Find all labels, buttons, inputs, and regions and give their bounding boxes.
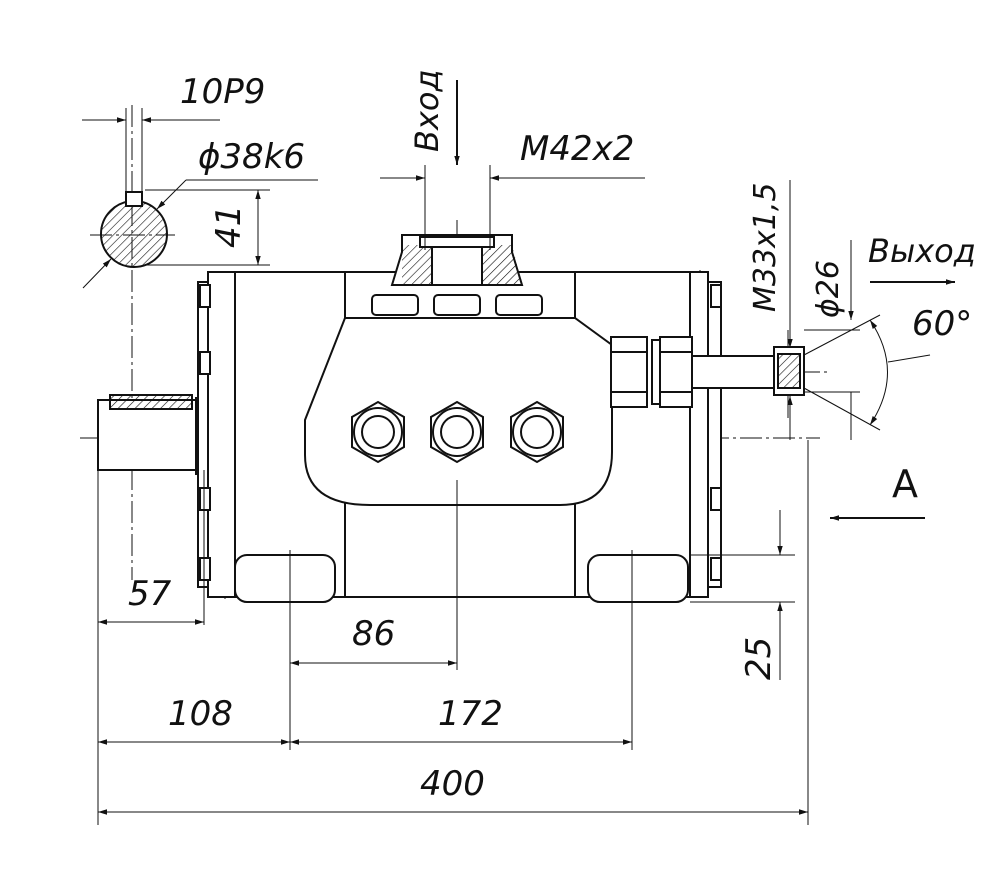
shaft-height-label: 41 bbox=[209, 205, 249, 248]
dimension-25: 25 bbox=[739, 637, 779, 680]
pump-body bbox=[197, 234, 722, 603]
outlet-fitting bbox=[610, 336, 805, 408]
dimension-400: 400 bbox=[420, 764, 485, 804]
outlet-label: Выход bbox=[868, 232, 976, 270]
outlet-diameter-label: ϕ26 bbox=[811, 260, 846, 318]
labels: 10P9 ϕ38k6 41 Вход M42x2 M33x1,5 ϕ26 Вых… bbox=[128, 69, 976, 804]
drive-shaft bbox=[97, 394, 211, 475]
inlet-thread-label: M42x2 bbox=[520, 129, 634, 169]
dimension-108: 108 bbox=[168, 694, 233, 734]
keyway-label: 10P9 bbox=[180, 72, 265, 112]
dimension-172: 172 bbox=[438, 694, 503, 734]
inlet-label: Вход bbox=[408, 69, 446, 152]
outlet-thread-label: M33x1,5 bbox=[748, 182, 783, 312]
shaft-dimension-lines bbox=[82, 108, 318, 289]
dimension-86: 86 bbox=[352, 614, 395, 654]
view-label: A bbox=[892, 462, 918, 506]
dimension-lines bbox=[97, 80, 955, 825]
shaft-diameter-label: ϕ38k6 bbox=[198, 137, 305, 177]
shaft-section bbox=[100, 191, 168, 268]
cone-angle-label: 60° bbox=[912, 304, 972, 344]
dimension-57: 57 bbox=[128, 574, 172, 614]
